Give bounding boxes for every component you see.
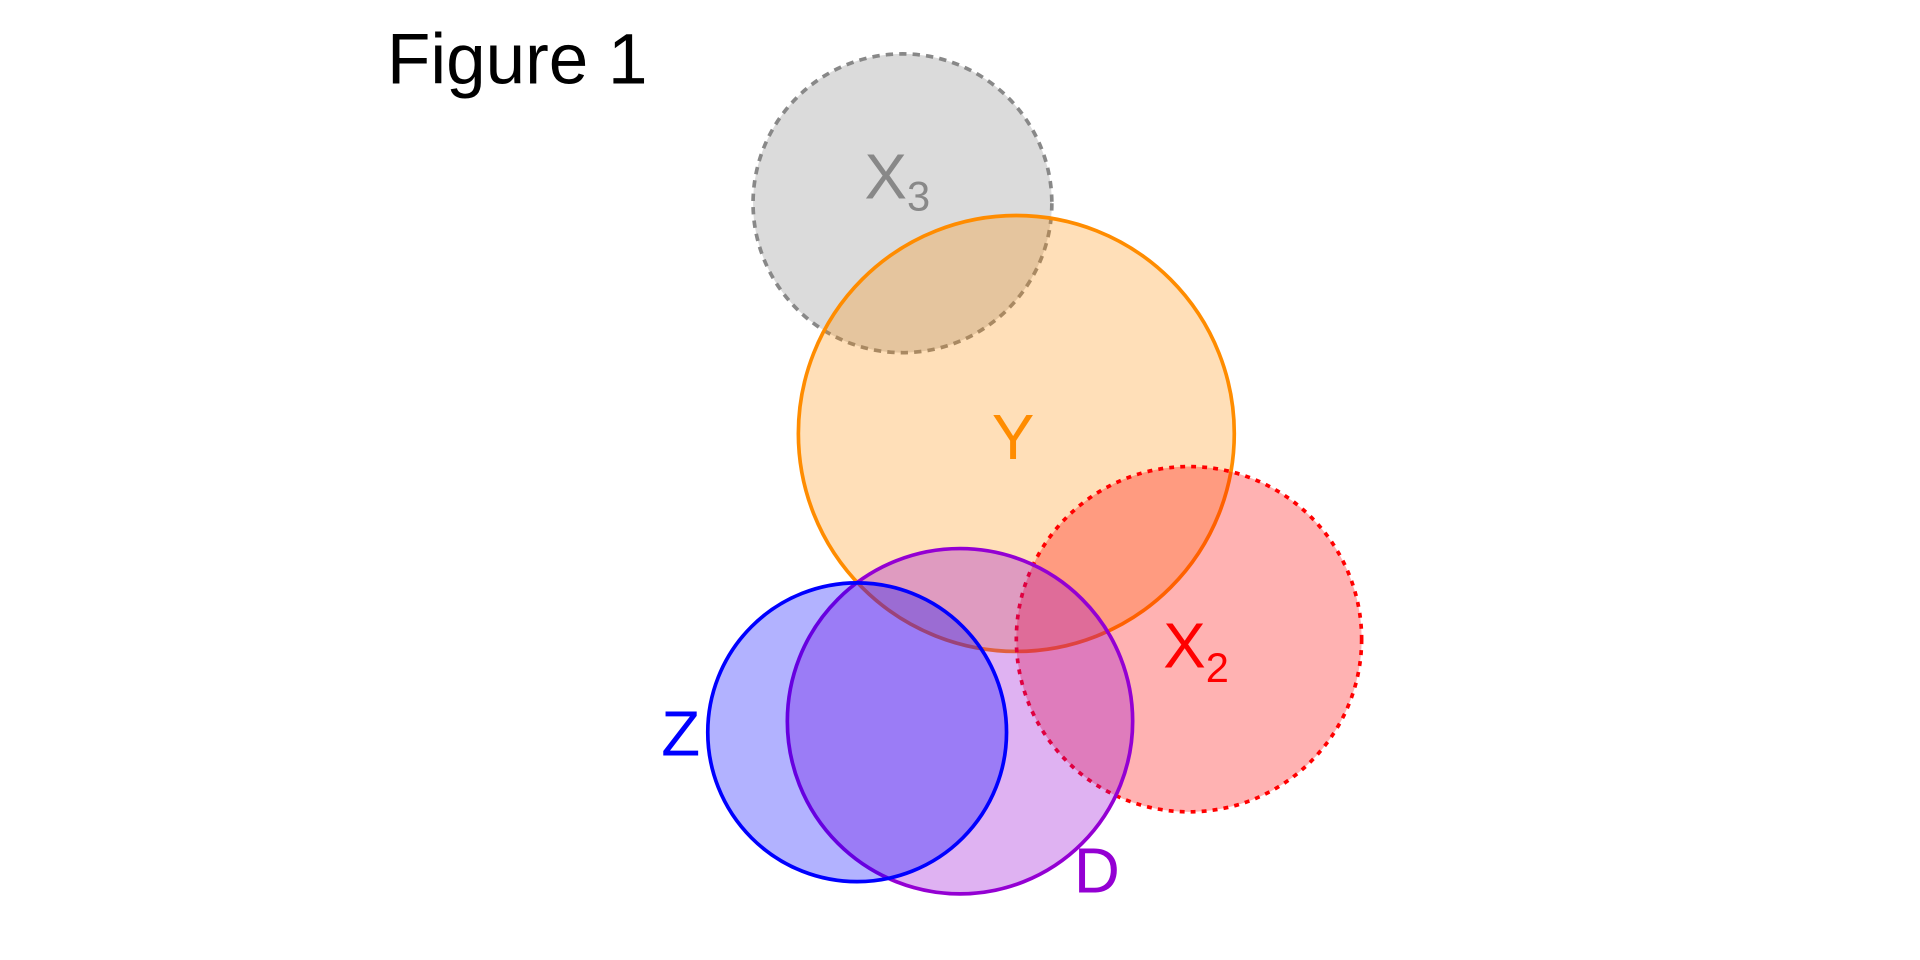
set-d-circle	[785, 546, 1135, 896]
set-x2-circle	[1014, 464, 1364, 814]
set-x3-label-subscript: 3	[907, 173, 930, 220]
figure-title: Figure 1	[387, 20, 648, 99]
set-z-circle	[705, 581, 1009, 884]
set-x2-label-main: X	[1163, 610, 1205, 681]
set-x2-label-subscript: 2	[1206, 644, 1229, 691]
set-x3-label-main: X	[864, 141, 906, 212]
set-z-label: Z	[661, 699, 700, 770]
set-x3-label: X3	[864, 141, 930, 219]
set-x2-label: X2	[1163, 610, 1229, 691]
set-y-label: Y	[992, 402, 1034, 473]
set-d-label: D	[1074, 836, 1120, 907]
